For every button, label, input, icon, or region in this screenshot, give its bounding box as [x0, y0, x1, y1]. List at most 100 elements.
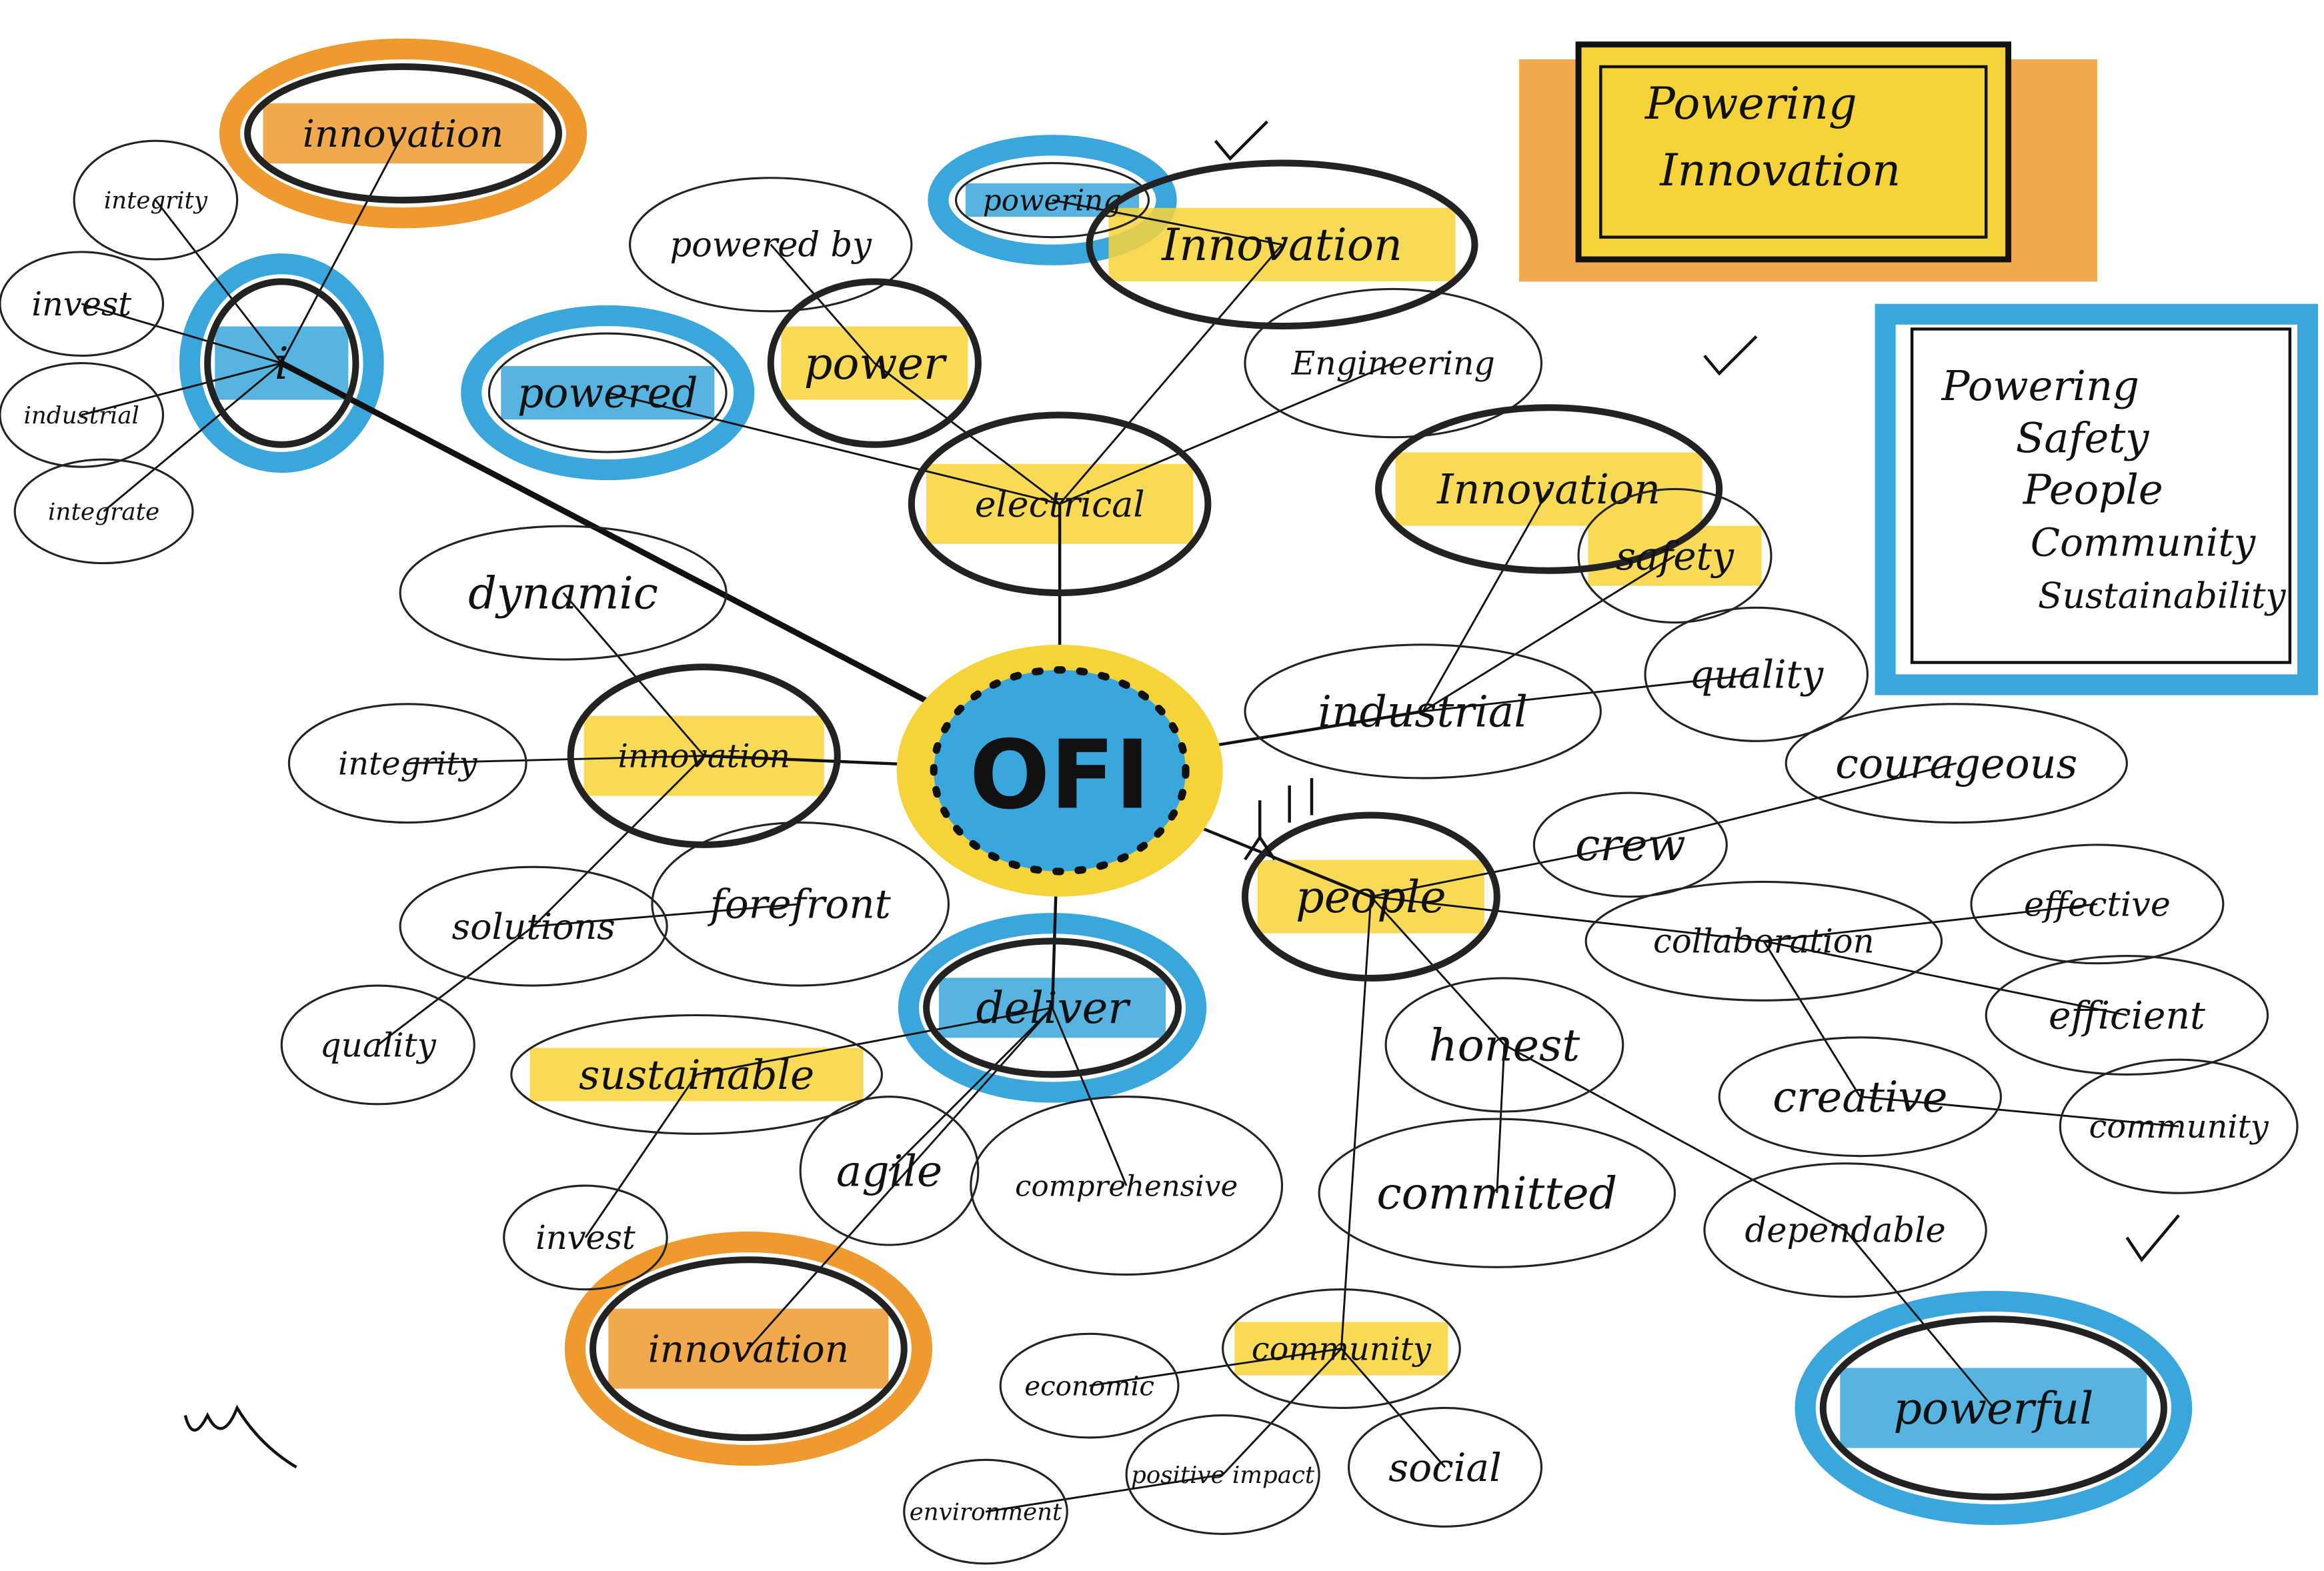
connector-line [1059, 243, 1283, 505]
node-integrity-top-left[interactable]: integrity [73, 139, 239, 261]
node-outline [1785, 703, 2128, 824]
node-honest[interactable]: honest [1384, 977, 1624, 1113]
node-invest-bottom[interactable]: invest [503, 1184, 668, 1291]
connector-line [1422, 488, 1550, 712]
node-innovation-right[interactable]: Innovation [1374, 404, 1723, 574]
node-outline [399, 866, 668, 987]
node-label: community [1252, 1331, 1432, 1368]
node-outline [0, 251, 165, 357]
node-deliver[interactable]: deliver [923, 938, 1182, 1078]
node-outline [908, 411, 1212, 597]
node-agile[interactable]: agile [799, 1096, 980, 1246]
node-crew[interactable]: crew [1532, 792, 1728, 898]
node-label: powered by [670, 226, 872, 265]
connector-line [1340, 896, 1372, 1349]
node-efficient[interactable]: efficient [1985, 955, 2269, 1076]
node-label: safety [1616, 533, 1734, 579]
node-outline [0, 362, 165, 468]
node-outline [503, 1184, 668, 1291]
connector-line [1630, 762, 1957, 846]
node-dependable[interactable]: dependable [1703, 1162, 1987, 1298]
node-positive-impact[interactable]: positive impact [1125, 1414, 1320, 1535]
node-outline [73, 139, 239, 261]
node-powering[interactable]: powering [955, 161, 1150, 239]
node-social[interactable]: social [1347, 1406, 1543, 1528]
node-engineering[interactable]: Engineering [1244, 287, 1543, 439]
connector-line [1052, 199, 1282, 246]
node-label: social [1388, 1445, 1502, 1490]
highlight-ring [179, 253, 384, 473]
node-industrial-left[interactable]: industrial [0, 362, 165, 468]
stick-figures-icon [1244, 777, 1314, 861]
node-courageous[interactable]: courageous [1785, 703, 2128, 824]
node-label: honest [1429, 1019, 1580, 1071]
node-integrity-middle[interactable]: integrity [287, 703, 527, 824]
node-label: forefront [708, 882, 892, 928]
node-economic[interactable]: economic [999, 1332, 1180, 1439]
highlight-ring [461, 305, 755, 481]
node-label: comprehensive [1015, 1170, 1238, 1203]
node-electrical[interactable]: electrical [908, 411, 1212, 597]
center-label: OFI [970, 719, 1150, 830]
title-line-2: Innovation [1658, 144, 1901, 196]
node-label: invest [535, 1218, 636, 1257]
node-powered[interactable]: powered [487, 332, 728, 453]
node-outline [999, 1332, 1180, 1439]
title-box: Powering Innovation [1519, 41, 2097, 282]
node-label: industrial [1318, 687, 1528, 737]
node-environment[interactable]: environment [903, 1458, 1068, 1565]
node-innovation-middle[interactable]: innovation [567, 663, 841, 848]
node-integrate[interactable]: integrate [13, 458, 194, 565]
node-quality-right[interactable]: quality [1644, 606, 1869, 742]
center-node-ofi[interactable]: OFI [896, 644, 1223, 897]
values-item: Sustainability [2038, 574, 2286, 616]
highlight-ring [928, 135, 1177, 265]
node-comprehensive[interactable]: comprehensive [970, 1096, 1284, 1276]
node-power[interactable]: power [767, 278, 982, 448]
node-quality-left[interactable]: quality [280, 984, 475, 1106]
node-innovation-bottom[interactable]: innovation [590, 1256, 908, 1441]
connector-line [1504, 1044, 1846, 1232]
node-collaboration[interactable]: collaboration [1584, 880, 1943, 1002]
node-forefront[interactable]: forefront [651, 822, 950, 987]
node-community-bottom[interactable]: community [1222, 1288, 1461, 1410]
node-solutions[interactable]: solutions [399, 866, 668, 987]
node-industrial-right[interactable]: industrial [1244, 643, 1602, 779]
node-effective[interactable]: effective [1970, 844, 2225, 965]
node-outline [487, 332, 728, 453]
node-label: integrity [338, 745, 478, 782]
node-people[interactable]: people [1241, 812, 1500, 982]
values-item: People [2023, 465, 2163, 514]
mind-map-nodes: innovationintegrityinvestindustrialinteg… [0, 63, 2299, 1565]
node-powered-by[interactable]: powered by [629, 177, 913, 313]
node-label: economic [1024, 1370, 1154, 1402]
node-outline [399, 525, 728, 661]
node-i-circle[interactable]: i [204, 278, 359, 448]
connector-line [1422, 673, 1757, 713]
scribble-icon [183, 1404, 297, 1469]
node-outline [629, 177, 913, 313]
node-community-right[interactable]: community [2059, 1058, 2299, 1194]
values-item: Powering [1941, 361, 2139, 410]
node-outline [1222, 1288, 1461, 1410]
check-mark-icon [2125, 1214, 2180, 1262]
node-label: innovation [618, 737, 790, 775]
node-innovation-top[interactable]: Innovation [1086, 159, 1478, 330]
node-label: integrate [48, 498, 159, 525]
connector-line [1370, 844, 1631, 898]
node-label: agile [836, 1146, 942, 1196]
connector-line [888, 1007, 1054, 1172]
node-creative[interactable]: creative [1718, 1036, 2003, 1158]
node-sustainable[interactable]: sustainable [510, 1014, 883, 1135]
node-outline [1970, 844, 2225, 965]
node-safety[interactable]: safety [1577, 487, 1773, 624]
node-invest-left[interactable]: invest [0, 251, 165, 357]
connector-lines [81, 133, 2179, 1513]
node-innovation-top-left[interactable]: innovation [244, 63, 562, 204]
node-outline [204, 278, 359, 448]
node-committed[interactable]: committed [1318, 1118, 1676, 1268]
node-label: Innovation [1160, 219, 1402, 271]
node-powerful[interactable]: powerful [1819, 1316, 2167, 1500]
node-dynamic[interactable]: dynamic [399, 525, 728, 661]
